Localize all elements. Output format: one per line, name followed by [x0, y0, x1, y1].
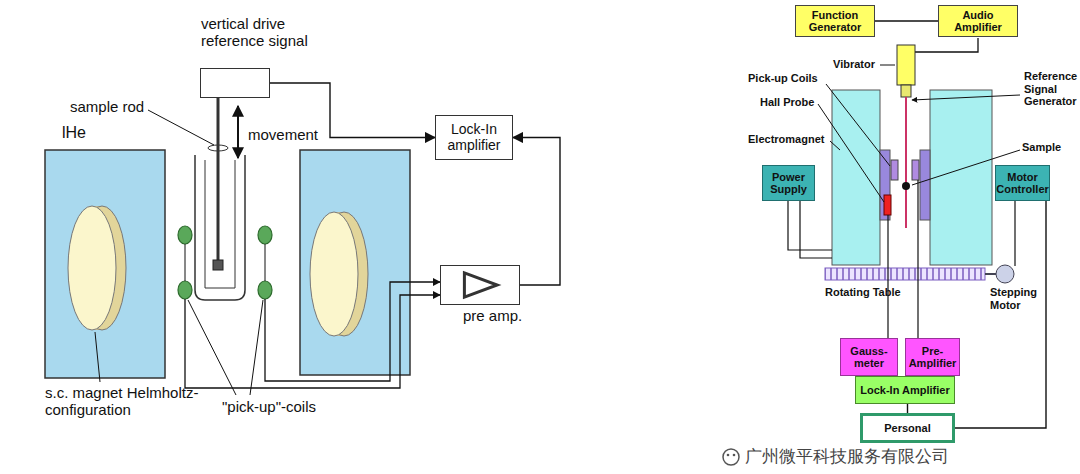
motor-controller-box: Motor Controller [995, 165, 1050, 201]
part-label: Vibrator [833, 58, 875, 71]
sample [902, 182, 910, 190]
lockin-amplifier-box: Lock-In Amplifier [855, 376, 955, 404]
coil-wire [265, 282, 440, 381]
preamp-box: pre amp. [440, 265, 520, 305]
sample-rod [905, 97, 907, 228]
hall-wire [887, 215, 888, 338]
lhe-dewar-right [300, 150, 410, 375]
leader-line [912, 95, 1020, 100]
node-text: Pre-Amplifier [909, 345, 957, 369]
power-wire [788, 201, 832, 250]
node-text: pre amp. [463, 308, 522, 325]
wechat-icon [723, 449, 739, 465]
part-label: movement [248, 126, 318, 143]
computer-box: Personal [860, 413, 955, 443]
pickup-coil [912, 160, 919, 180]
leader-line [830, 141, 840, 150]
part-label: lHe [62, 124, 86, 142]
leader-line [818, 104, 884, 202]
node-text: Lock-In amplifier [439, 122, 509, 153]
motor-wire [1014, 201, 1015, 266]
part-label: Pick-up Coils [748, 72, 818, 85]
node-text: Motor Controller [996, 171, 1049, 195]
part-label: Reference Signal Generator [1024, 70, 1078, 108]
pickup-coil [891, 160, 898, 180]
rod-rotation [208, 145, 228, 151]
power-wire [800, 201, 832, 258]
magnet-coil-left [68, 206, 126, 330]
signal-connector [875, 20, 938, 21]
coil-link [185, 244, 186, 281]
part-label: Hall Probe [760, 96, 814, 109]
sample-rod [217, 98, 220, 262]
lhe-dewar-left [45, 150, 165, 378]
part-label: Electromagnet [748, 133, 824, 146]
part-label: "pick-up"-coils [222, 398, 316, 415]
movement-arrow [237, 106, 239, 158]
signal-connector [513, 138, 560, 286]
node-text: Personal [884, 422, 930, 434]
audio-amplifier-box: Audio Amplifier [938, 5, 1018, 37]
node-text: Function Generator [799, 9, 871, 33]
magnet-coil-right [310, 212, 368, 336]
part-label: Stepping Motor [990, 286, 1042, 311]
sample [213, 260, 223, 270]
electromagnet-pole [832, 90, 880, 265]
lockin-box: Lock-In amplifier [435, 115, 513, 160]
amplifier-triangle [464, 273, 497, 297]
vibrator [897, 45, 915, 85]
coil-wire [917, 180, 918, 338]
drive-box: vertical drive reference signal [200, 68, 270, 98]
drive-wire [915, 38, 978, 52]
part-label: s.c. magnet Helmholtz-configuration [45, 384, 213, 419]
leader-line [95, 332, 100, 382]
motor-shaft [985, 273, 996, 275]
leader-line [148, 110, 214, 145]
leader-line [880, 65, 895, 66]
node-text: Lock-In Amplifier [860, 384, 949, 396]
leader-line [250, 300, 263, 395]
pickup-coils [178, 226, 272, 299]
rotating-table [825, 268, 985, 280]
amplifier-symbol [441, 266, 519, 304]
hall-probe [884, 195, 891, 215]
function-generator-box: Function Generator [795, 5, 875, 37]
watermark: 广州微平科技服务有限公司 [745, 447, 949, 467]
coil-wire [185, 295, 440, 388]
signal-connector [907, 404, 908, 413]
power-supply-box: Power Supply [762, 165, 815, 201]
leader-line [826, 84, 890, 166]
electromagnet-pole [930, 90, 992, 265]
part-label: sample rod [70, 98, 144, 115]
signal-connector [955, 201, 1046, 428]
pole-piece [880, 150, 890, 220]
part-label: Rotating Table [825, 286, 901, 299]
pole-piece [920, 150, 930, 220]
node-text: Audio Amplifier [942, 9, 1014, 33]
node-text: Gauss-meter [844, 345, 894, 369]
node-text: Power Supply [766, 171, 811, 195]
preamplifier-box: Pre-Amplifier [905, 338, 960, 376]
cryostat-inner [205, 160, 235, 288]
leader-line [188, 300, 236, 395]
node-text: vertical drive reference signal [201, 16, 326, 49]
part-label: Sample [1022, 141, 1061, 154]
stepping-motor [996, 265, 1014, 283]
gaussmeter-box: Gauss-meter [840, 338, 898, 376]
vibrator-neck [901, 85, 911, 97]
coil-link [265, 244, 266, 281]
cryostat-tube [195, 155, 245, 300]
